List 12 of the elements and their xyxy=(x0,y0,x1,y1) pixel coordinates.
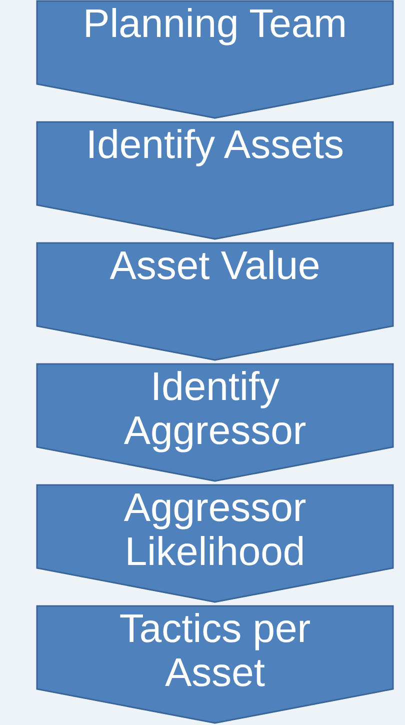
step-label: Identify Aggressor xyxy=(122,365,308,453)
chevron-step xyxy=(36,484,394,603)
step-label: Aggressor Likelihood xyxy=(122,486,308,574)
chevron-step xyxy=(36,0,394,119)
step-label: Planning Team xyxy=(82,2,348,46)
step-label: Identify Assets xyxy=(85,123,345,167)
step-label: Tactics per Asset xyxy=(118,607,312,695)
chevron-step xyxy=(36,242,394,361)
chevron-step xyxy=(36,121,394,240)
chevron-step xyxy=(36,605,394,724)
chevron-step xyxy=(36,363,394,482)
step-label: Asset Value xyxy=(108,244,322,288)
